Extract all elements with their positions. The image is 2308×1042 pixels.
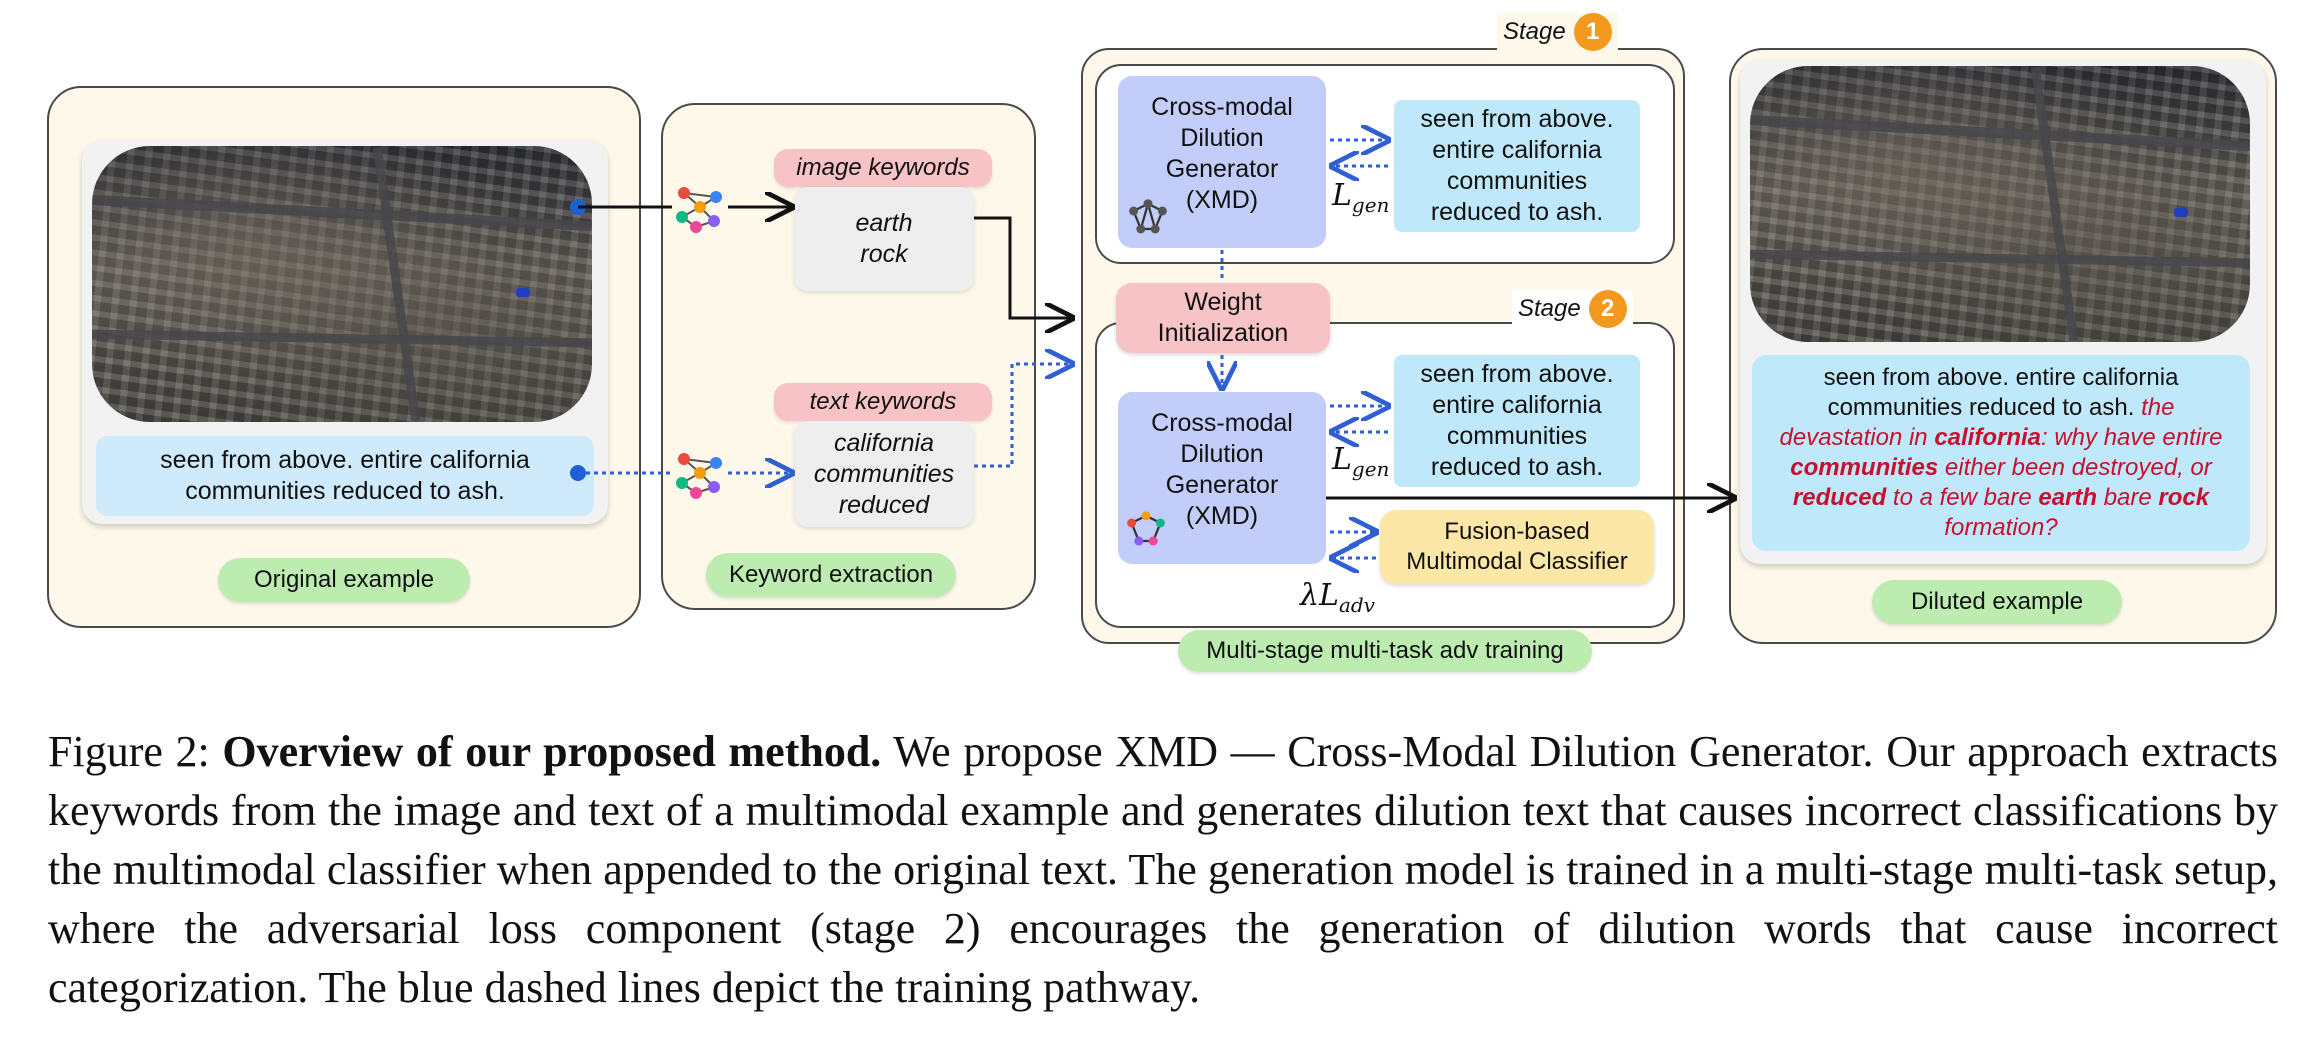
dilution-part-6: formation?	[1944, 514, 2058, 541]
loss-gen-stage2: Lgen	[1332, 442, 1389, 481]
dilution-part-1: the devastation in	[1779, 394, 2175, 451]
caption-prefix: Figure 2:	[48, 727, 223, 776]
dilution-keyword-3: reduced	[1792, 484, 1887, 511]
xmd2-line1: Cross-modal	[1151, 409, 1293, 437]
stage2-label: Stage 2	[1512, 290, 1633, 328]
stage2-target-line1: seen from above.	[1420, 360, 1614, 388]
training-label-text: Multi-stage multi-task adv training	[1206, 637, 1564, 664]
stage1-target-line4: reduced to ash.	[1430, 198, 1604, 226]
network-graph-icon	[676, 453, 722, 499]
loss-gen-stage1: Lgen	[1332, 178, 1389, 217]
image-keywords-to-training-arrow	[974, 216, 1072, 318]
network-graph-icon	[1127, 511, 1165, 546]
loss-adv-sub: adv	[1338, 593, 1375, 617]
original-example-label: Original example	[218, 558, 470, 602]
diluted-photo	[1750, 66, 2250, 342]
stage2-word: Stage	[1518, 295, 1581, 322]
dilution-part-4: to a few bare	[1886, 484, 2039, 511]
dilution-part-3: either been destroyed, or	[1938, 454, 2212, 481]
loss-gen1-base: L	[1332, 178, 1352, 213]
xmd2-line3: Generator	[1165, 471, 1279, 499]
stage2-target-line4: reduced to ash.	[1430, 453, 1604, 481]
stage2-target-line2: entire california	[1432, 391, 1602, 419]
original-photo	[92, 146, 592, 422]
original-text: seen from above. entire california commu…	[160, 446, 530, 505]
dilution-part-5: bare	[2097, 484, 2159, 511]
text-keyword-1: california	[833, 428, 935, 457]
dilution-keyword-5: rock	[2158, 484, 2210, 511]
dilution-keyword-1: california	[1934, 424, 2042, 451]
arrows-overlay	[570, 0, 2308, 690]
weight-line2: Initialization	[1157, 319, 1289, 347]
stage1-number-badge: 1	[1573, 13, 1612, 51]
figure-caption: Figure 2: Overview of our proposed metho…	[48, 722, 2278, 1017]
training-label: Multi-stage multi-task adv training	[1178, 630, 1592, 672]
stage2-target-text: seen from above. entire california commu…	[1394, 355, 1640, 487]
stage2-target-line3: communities	[1446, 422, 1588, 450]
diluted-original-text: seen from above. entire california commu…	[1823, 364, 2179, 421]
xmd1-line3: Generator	[1165, 155, 1279, 183]
stage1-label: Stage 1	[1497, 13, 1618, 51]
original-example-label-text: Original example	[253, 566, 435, 593]
stage2-number-badge: 2	[1588, 290, 1627, 328]
caption-body: We propose XMD — Cross-Modal Dilution Ge…	[48, 727, 2278, 1012]
original-text-box: seen from above. entire california commu…	[96, 436, 594, 516]
text-keywords-to-training-arrow	[974, 364, 1072, 468]
xmd1-line1: Cross-modal	[1151, 93, 1293, 121]
image-keyword-1: earth	[855, 209, 913, 237]
loss-gen1-sub: gen	[1351, 193, 1390, 217]
image-keywords-box: earth rock	[794, 187, 974, 291]
loss-adv-lambda: λ	[1300, 578, 1320, 613]
network-graph-icon	[1129, 199, 1167, 234]
method-diagram: seen from above. entire california commu…	[47, 0, 2308, 690]
stage1-word: Stage	[1503, 18, 1566, 45]
keyword-extraction-label-text: Keyword extraction	[728, 561, 934, 588]
text-keywords-label-text: text keywords	[809, 388, 957, 415]
diluted-text-box: seen from above. entire california commu…	[1752, 355, 2250, 551]
fusion-classifier-box: Fusion-based Multimodal Classifier	[1380, 510, 1654, 584]
dilution-keyword-2: communities	[1790, 454, 1939, 481]
dilution-text: the devastation in california: why have …	[1780, 394, 2223, 541]
diluted-example-label: Diluted example	[1872, 580, 2122, 624]
text-keywords-box: california communities reduced	[794, 421, 974, 527]
xmd1-line2: Dilution	[1180, 124, 1264, 152]
xmd2-line2: Dilution	[1180, 440, 1264, 468]
text-keywords-label: text keywords	[774, 383, 992, 421]
loss-adv-base: L	[1319, 578, 1339, 613]
stage1-target-text: seen from above. entire california commu…	[1394, 100, 1640, 232]
text-path-arrow	[570, 465, 792, 481]
image-keywords-label: image keywords	[774, 149, 992, 187]
loss-adv: λLadv	[1300, 578, 1375, 617]
fusion-line1: Fusion-based	[1444, 518, 1590, 545]
text-keyword-3: reduced	[838, 490, 930, 519]
image-keywords-label-text: image keywords	[796, 154, 970, 181]
caption-bold-title: Overview of our proposed method.	[222, 727, 882, 776]
xmd1-line4: (XMD)	[1185, 186, 1259, 214]
xmd-generator-stage2: Cross-modal Dilution Generator (XMD)	[1118, 392, 1326, 564]
weight-line1: Weight	[1184, 288, 1262, 316]
image-keyword-2: rock	[860, 240, 908, 268]
network-graph-icon	[676, 187, 722, 233]
fusion-line2: Multimodal Classifier	[1406, 548, 1628, 575]
dilution-part-2: : why have entire	[2041, 424, 2223, 451]
xmd2-line4: (XMD)	[1185, 502, 1259, 530]
stage1-target-line1: seen from above.	[1420, 105, 1614, 133]
weight-initialization-box: Weight Initialization	[1116, 283, 1330, 353]
loss-gen2-sub: gen	[1351, 457, 1390, 481]
loss-gen2-base: L	[1332, 442, 1352, 477]
stage1-target-line2: entire california	[1432, 136, 1602, 164]
diluted-example-label-text: Diluted example	[1910, 588, 2084, 615]
dilution-keyword-4: earth	[2038, 484, 2098, 511]
keyword-extraction-label: Keyword extraction	[706, 553, 956, 597]
stage1-target-line3: communities	[1446, 167, 1588, 195]
text-keyword-2: communities	[813, 459, 955, 488]
image-path-arrow	[570, 199, 792, 215]
